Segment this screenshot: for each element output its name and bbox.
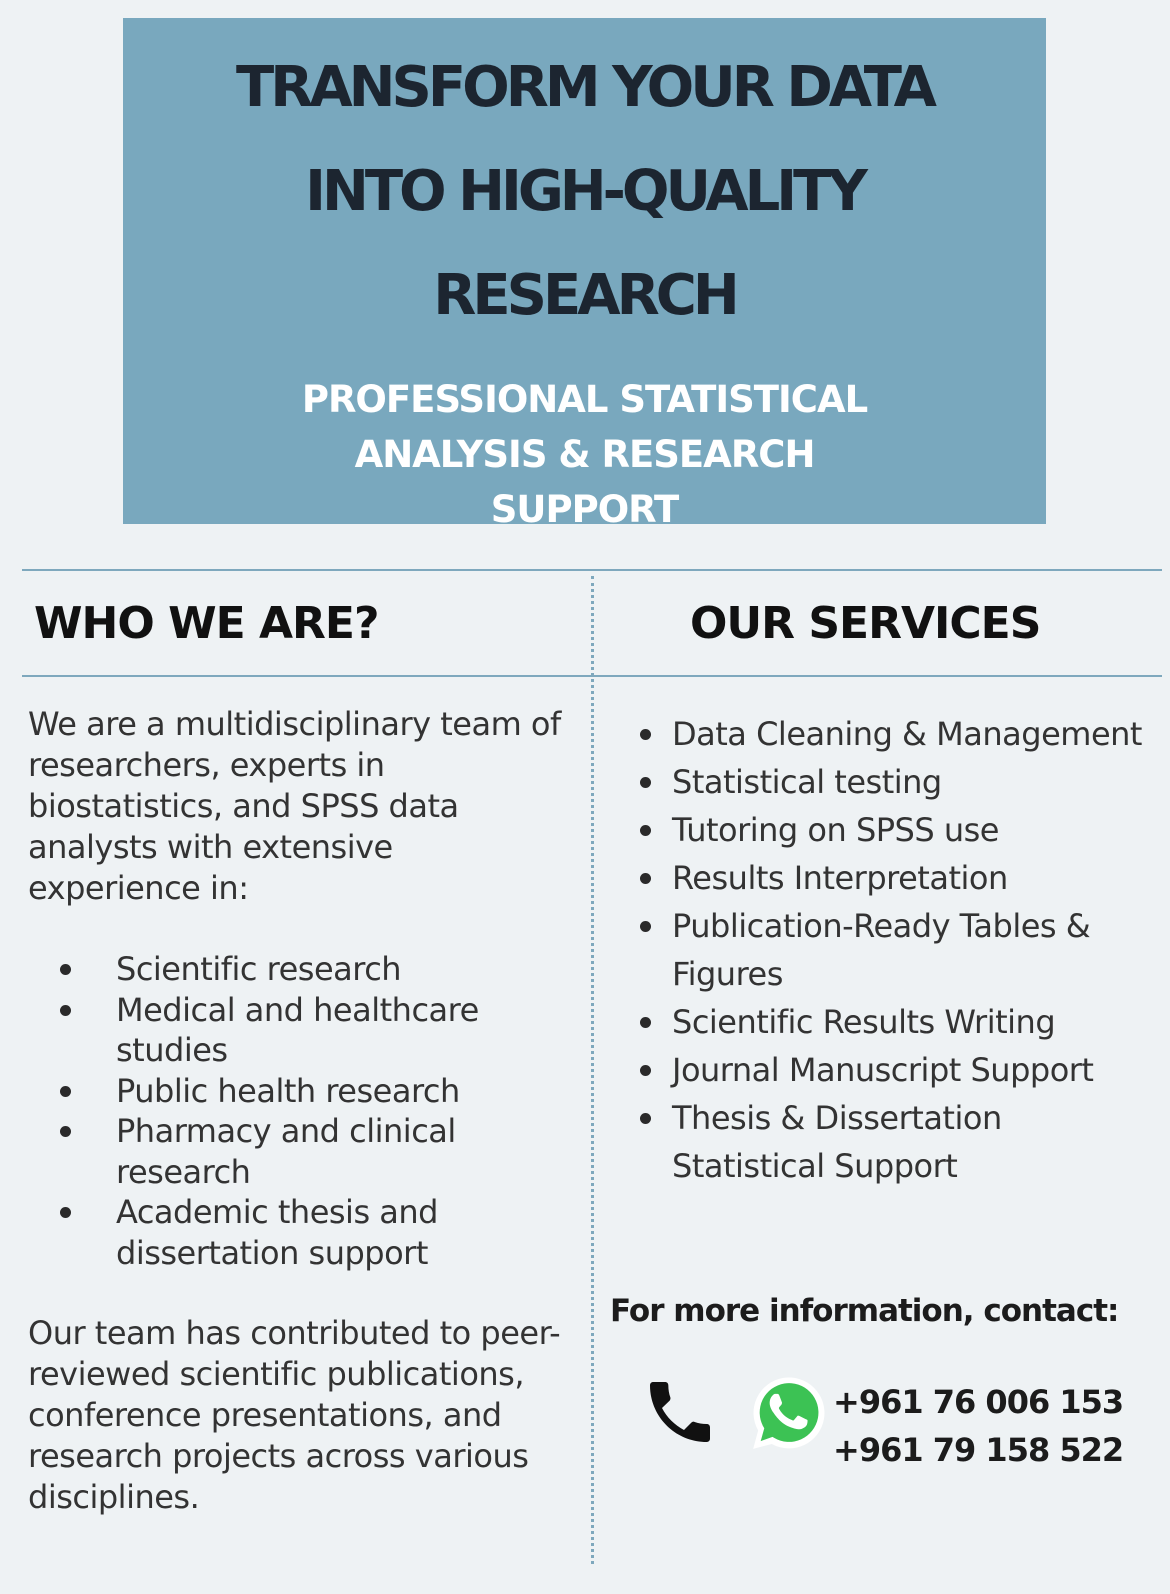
contact-label: For more information, contact: (610, 1293, 1119, 1329)
banner-title: TRANSFORM YOUR DATA INTO HIGH-QUALITY RE… (123, 18, 1046, 348)
list-item: Thesis & Dissertation Statistical Suppor… (640, 1094, 1160, 1190)
list-item: Medical and healthcare studies (58, 990, 568, 1071)
banner-title-line: RESEARCH (433, 263, 739, 328)
banner-subtitle-line: PROFESSIONAL STATISTICAL (301, 378, 868, 421)
list-item: Results Interpretation (640, 854, 1160, 902)
list-item: Publication-Ready Tables & Figures (640, 902, 1160, 998)
who-we-are-section: We are a multidisciplinary team of resea… (28, 704, 568, 1518)
our-services-heading: OUR SERVICES (690, 598, 1041, 649)
banner-title-line: TRANSFORM YOUR DATA (236, 55, 937, 120)
closing-paragraph: Our team has contributed to peer-reviewe… (28, 1314, 561, 1516)
banner-title-line: INTO HIGH-QUALITY (305, 159, 868, 224)
top-divider (22, 569, 1162, 571)
phone-icon (650, 1382, 710, 1442)
list-item: Journal Manuscript Support (640, 1046, 1160, 1094)
list-item: Scientific research (58, 949, 568, 990)
banner-subtitle-line: ANALYSIS & RESEARCH (354, 433, 816, 476)
phone-number: +961 76 006 153 (833, 1383, 1124, 1421)
list-item: Scientific Results Writing (640, 998, 1160, 1046)
whatsapp-icon (753, 1377, 825, 1449)
banner-subtitle-line: SUPPORT (490, 488, 679, 531)
intro-paragraph: We are a multidisciplinary team of resea… (28, 705, 561, 907)
services-list: Data Cleaning & Management Statistical t… (640, 710, 1160, 1190)
list-item: Academic thesis and dissertation support (58, 1192, 568, 1273)
list-item: Tutoring on SPSS use (640, 806, 1160, 854)
list-item: Statistical testing (640, 758, 1160, 806)
header-banner: TRANSFORM YOUR DATA INTO HIGH-QUALITY RE… (123, 18, 1046, 531)
column-divider (591, 576, 594, 1564)
list-item: Public health research (58, 1071, 568, 1112)
list-item: Pharmacy and clinical research (58, 1111, 568, 1192)
list-item: Data Cleaning & Management (640, 710, 1160, 758)
phone-number: +961 79 158 522 (833, 1431, 1124, 1469)
phone-numbers: +961 76 006 153 +961 79 158 522 (833, 1378, 1124, 1474)
experience-list: Scientific research Medical and healthca… (58, 949, 568, 1273)
who-we-are-heading: WHO WE ARE? (34, 598, 380, 649)
banner-subtitle: PROFESSIONAL STATISTICAL ANALYSIS & RESE… (123, 372, 1046, 537)
